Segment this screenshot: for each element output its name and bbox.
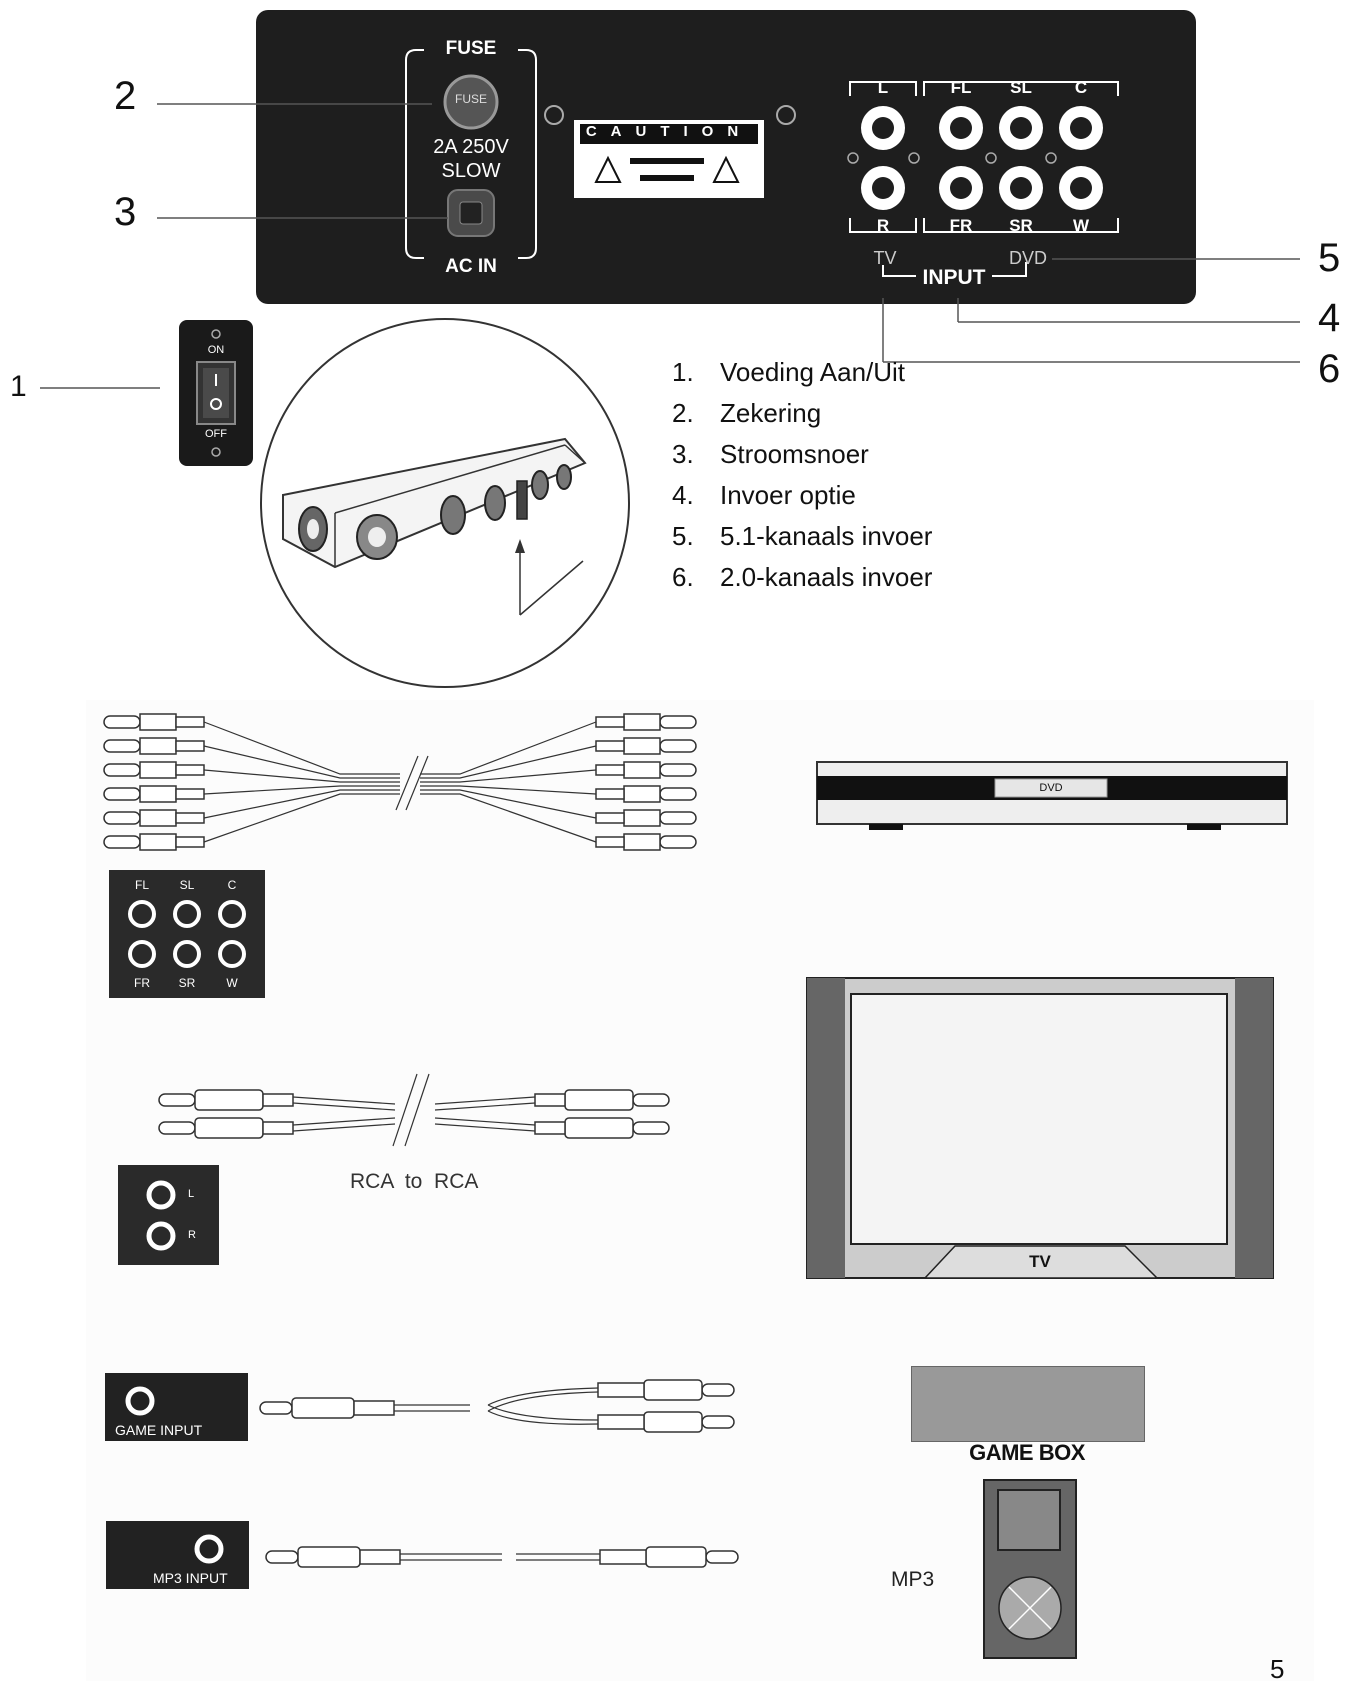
legend-num: 1. (672, 357, 694, 387)
rca-caption: RCA to RCA (350, 1170, 479, 1193)
rca-cable (158, 1073, 670, 1147)
fuse-rating-line2: SLOW (441, 160, 501, 182)
caution-line1: RISK OF ELECTRIC SHOCK (629, 153, 709, 159)
dvd-jacks (939, 106, 1103, 210)
game-cable (259, 1379, 735, 1433)
side-view-detail (260, 318, 630, 688)
dvd-player (816, 761, 1288, 830)
legend-text: 5.1-kanaals invoer (720, 521, 933, 551)
mp3-cable (265, 1546, 739, 1568)
game-box (911, 1366, 1145, 1442)
legend-text: Voeding Aan/Uit (720, 357, 906, 387)
jack-51-fr: FR (134, 976, 150, 990)
dvd-jack-fr-label: FR (949, 216, 973, 235)
legend-item: 4. Invoer optie (672, 475, 1072, 516)
jack-51-sl: SL (179, 878, 195, 892)
tv-input-label: TV (873, 248, 897, 268)
legend-item: 1. Voeding Aan/Uit (672, 352, 1072, 393)
legend-list: 1. Voeding Aan/Uit 2. Zekering 3. Stroomsno… (672, 352, 1072, 598)
legend-text: Stroomsnoer (720, 439, 869, 469)
mp3-input-panel (106, 1521, 249, 1589)
jack-51-w: W (226, 976, 238, 990)
legend-item: 3. Stroomsnoer (672, 434, 1072, 475)
mp3-player (983, 1479, 1077, 1659)
caution-title: CAUTION (585, 123, 753, 140)
jack-51-sr: SR (178, 976, 196, 990)
game-box-label: GAME BOX (969, 1440, 1085, 1465)
fuse-rating: 2A 250V SLOW (421, 135, 521, 183)
jack-panel-20-jacks (146, 1180, 176, 1251)
dvd-jack-sl-label: SL (1010, 78, 1032, 97)
callout-5: 5 (1318, 236, 1341, 280)
dvd-jack-fl-label: FL (950, 78, 972, 97)
jack-51-c: C (227, 878, 237, 892)
page-number: 5 (1270, 1654, 1285, 1684)
game-input-jack (125, 1386, 155, 1416)
tv-device-label: TV (1029, 1252, 1051, 1271)
jack-51-fl: FL (134, 878, 149, 892)
power-on-label: ON (207, 344, 225, 356)
mp3-input-label: MP3 INPUT (153, 1570, 228, 1586)
tv-jacks (861, 106, 905, 210)
legend-item: 2. Zekering (672, 393, 1072, 434)
legend-text: Invoer optie (720, 480, 856, 510)
fuse-rating-line1: 2A 250V (433, 136, 509, 158)
dvd-jack-c-label: C (1074, 78, 1088, 97)
mp3-label: MP3 (891, 1568, 935, 1591)
mp3-input-jack (194, 1534, 224, 1564)
callout-3: 3 (114, 190, 137, 234)
power-switch-drawing (196, 329, 236, 457)
legend-item: 6. 2.0-kanaals invoer (672, 557, 1072, 598)
callout-4: 4 (1318, 296, 1341, 340)
power-off-label: OFF (205, 428, 227, 440)
legend-text: 2.0-kanaals invoer (720, 562, 933, 592)
dvd-jack-sr-label: SR (1009, 216, 1033, 235)
legend-item: 5. 5.1-kanaals invoer (672, 516, 1072, 557)
ac-in-label: AC IN (445, 256, 497, 277)
jack-panel-51-jacks (128, 900, 246, 968)
legend-num: 2. (672, 398, 694, 428)
tv-jack-r-label: R (876, 216, 890, 235)
jack-20-l: L (188, 1188, 195, 1200)
callout-1: 1 (10, 370, 27, 403)
game-input-label: GAME INPUT (115, 1422, 203, 1438)
tv-set (806, 977, 1274, 1279)
legend-num: 5. (672, 521, 694, 551)
fuse-icon-text: FUSE (454, 92, 487, 106)
fuse-label: FUSE (445, 38, 497, 59)
six-channel-cable (103, 713, 697, 851)
jack-panel-51 (109, 870, 265, 998)
dvd-device-label: DVD (1039, 782, 1063, 794)
legend-text: Zekering (720, 398, 822, 428)
caution-line2: DO NOT OPEN (647, 170, 690, 176)
dvd-jack-w-label: W (1072, 216, 1090, 235)
jack-20-r: R (188, 1229, 196, 1241)
callout-6: 6 (1318, 347, 1341, 391)
fuse-holder (443, 74, 499, 130)
legend-num: 6. (672, 562, 694, 592)
rear-panel-details (405, 49, 1119, 277)
callout-lines (40, 103, 1300, 389)
callout-2: 2 (114, 74, 137, 118)
legend-num: 4. (672, 480, 694, 510)
legend-num: 3. (672, 439, 694, 469)
tv-jack-l-label: L (877, 78, 889, 97)
dvd-input-label: DVD (1008, 248, 1047, 268)
input-label: INPUT (922, 266, 986, 289)
